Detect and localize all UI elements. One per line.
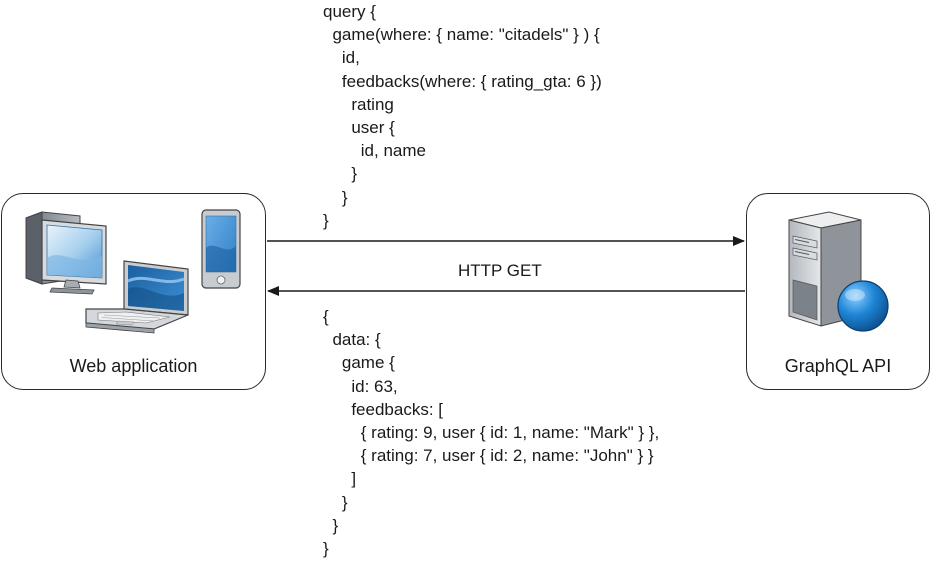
response-json-code: { data: { game { id: 63, feedbacks: [ { … [323,307,660,559]
desktop-computer-icon [25,211,107,295]
laptop-icon [85,260,189,334]
tablet-icon [201,209,241,289]
graphql-api-label: GraphQL API [784,356,892,376]
request-query-code: query { game(where: { name: "citadels" }… [323,2,602,230]
web-application-label: Web application [69,356,198,376]
web-application-node: Web application [1,193,266,390]
globe-icon [837,280,889,332]
graphql-api-node: GraphQL API [746,193,930,390]
http-method-label: HTTP GET [458,261,542,280]
